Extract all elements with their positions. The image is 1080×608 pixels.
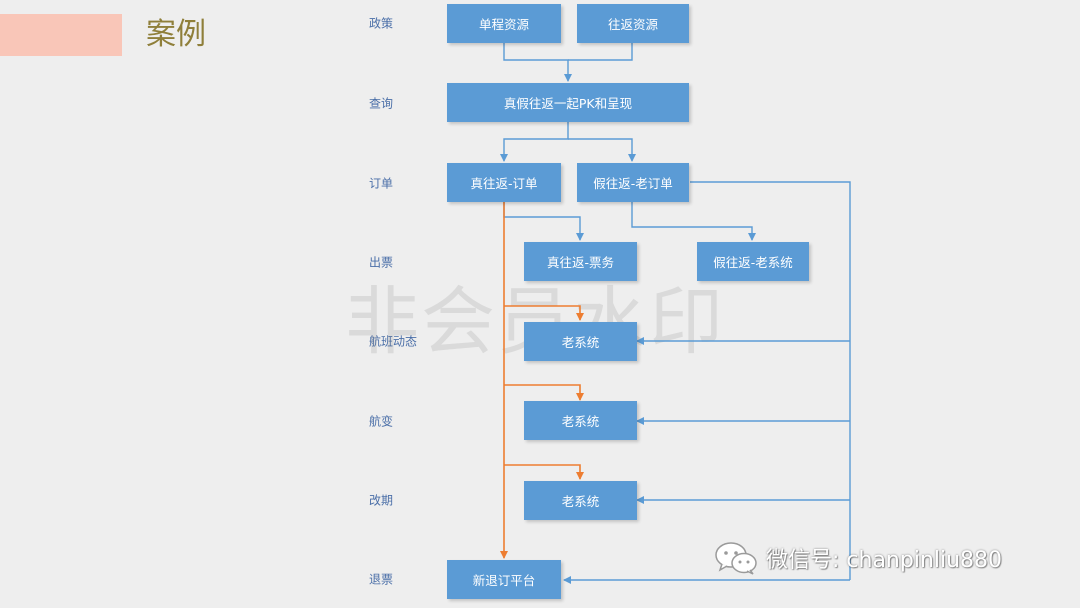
connector-roundtrip-pk [568,43,633,61]
row-label-policy: 政策 [369,16,394,31]
row-label-flight-status: 航班动态 [369,334,418,349]
connector-true-order-ticket [503,202,584,241]
title-accent-bar [0,14,122,56]
row-label-flight-change: 航变 [369,414,394,429]
row-label-order: 订单 [369,176,394,191]
row-label-query: 查询 [369,96,394,111]
box-pk-display: 真假往返一起PK和呈现 [447,83,689,122]
wechat-icon [715,542,757,575]
box-legacy-flight-change: 老系统 [524,401,637,440]
row-label-ticketing: 出票 [369,255,394,270]
box-true-ticket: 真往返-票务 [524,242,637,281]
connector-oneway-pk [503,43,572,82]
connector-pk-true-order [500,122,569,162]
connector-fake-order-bus [690,181,851,580]
box-legacy-reschedule: 老系统 [524,481,637,520]
wechat-id: 微信号: chanpinliu880 [766,548,1003,573]
box-roundtrip-resource: 往返资源 [577,4,689,43]
box-fake-ticket: 假往返-老系统 [697,242,809,281]
row-label-reschedule: 改期 [369,493,394,508]
connector-true-order-reschedule [504,464,584,480]
wechat-watermark: 微信号: chanpinliu880 [714,538,1002,578]
row-label-refund: 退票 [369,572,394,587]
page-title: 案例 [146,17,206,52]
box-oneway-resource: 单程资源 [447,4,561,43]
connector-fake-order-ticket [631,202,756,241]
box-fake-order: 假往返-老订单 [577,163,689,202]
box-true-order: 真往返-订单 [447,163,561,202]
connector-true-order-change [504,384,584,401]
connector-pk-fake-order [568,138,636,162]
box-new-refund-platform: 新退订平台 [447,560,561,599]
connector-true-order-status [504,305,584,321]
box-legacy-flight-status: 老系统 [524,322,637,361]
